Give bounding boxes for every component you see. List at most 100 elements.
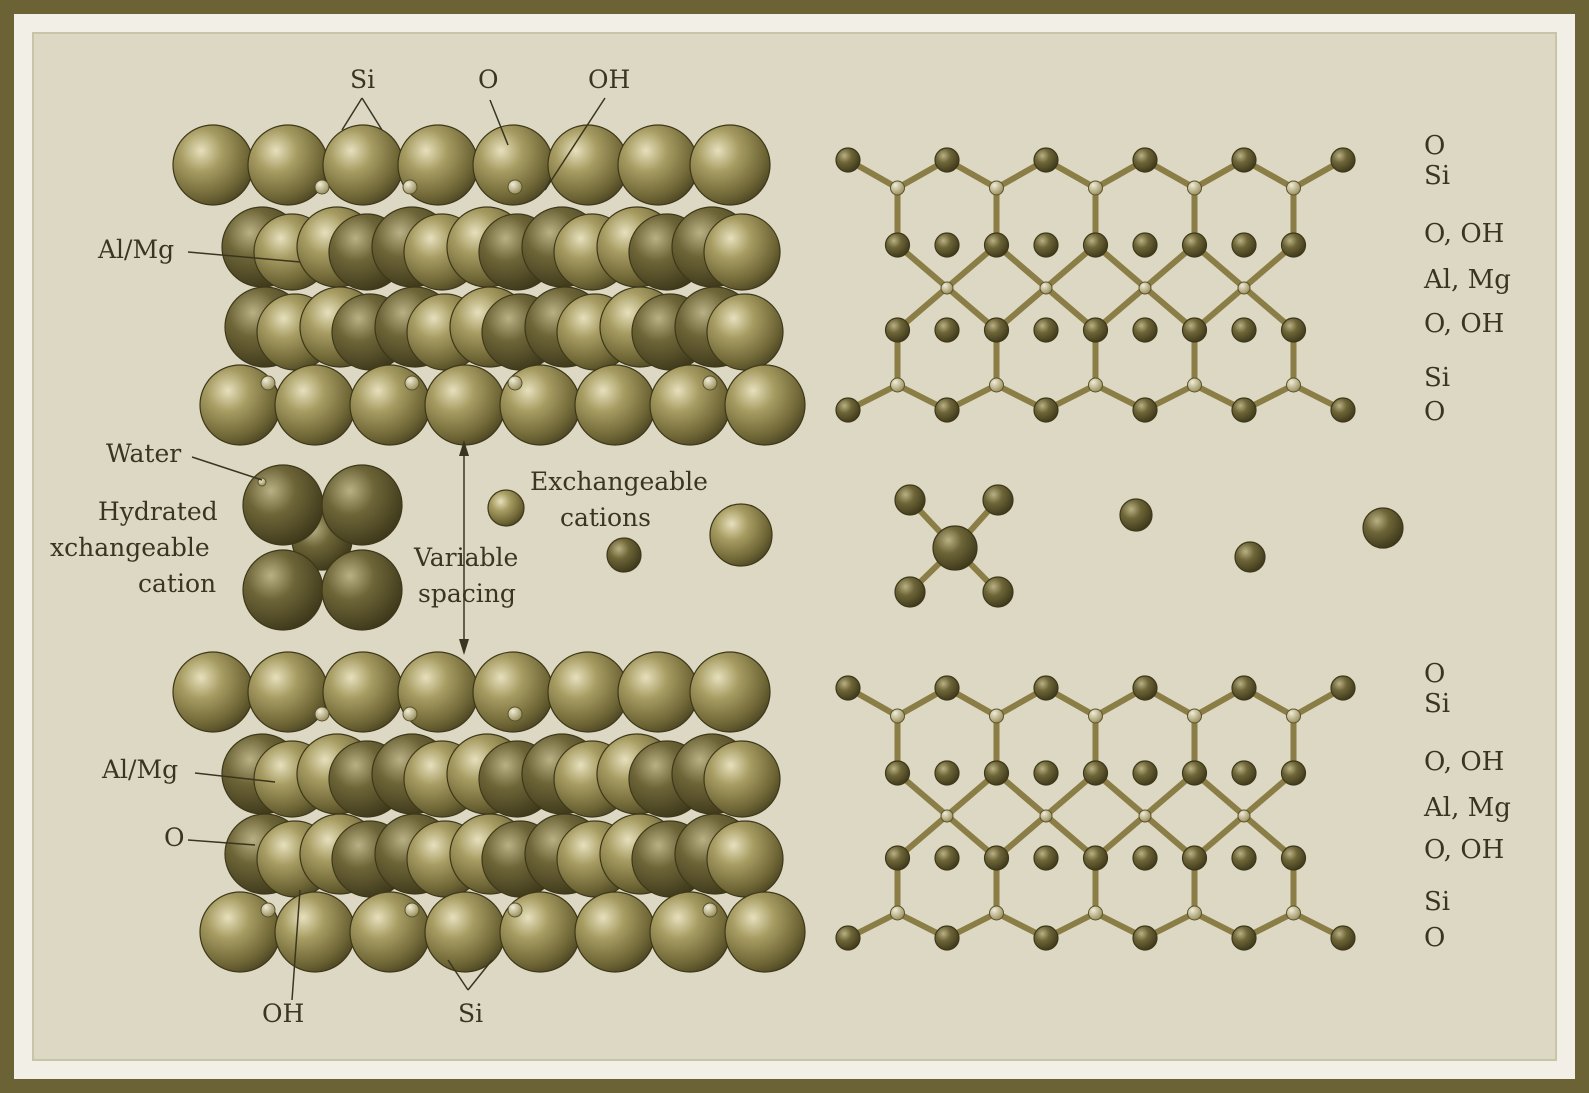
atom-sphere (985, 846, 1009, 870)
atom-sphere (650, 365, 730, 445)
atom-sphere (1133, 233, 1157, 257)
small-atom (1238, 810, 1250, 822)
atom-sphere (1232, 761, 1256, 785)
atom-sphere (1133, 148, 1157, 172)
right-label-bottom-1: Si (1424, 689, 1450, 719)
atom-sphere (1183, 761, 1207, 785)
atom-sphere (836, 148, 860, 172)
right-label-top-1: Si (1424, 161, 1450, 191)
atom-sphere (1133, 846, 1157, 870)
right-top-stick-model (836, 148, 1355, 422)
atom-sphere (350, 892, 430, 972)
atom-sphere (704, 214, 780, 290)
atom-sphere (983, 485, 1013, 515)
atom-sphere (1232, 233, 1256, 257)
small-atom (703, 903, 717, 917)
small-atom (941, 282, 953, 294)
right-label-bottom-3: Al, Mg (1423, 793, 1511, 823)
atom-sphere (548, 652, 628, 732)
atom-sphere (710, 504, 772, 566)
label-exchangeable: Exchangeable (530, 467, 708, 496)
right-label-bottom-6: O (1424, 923, 1445, 953)
small-atom (1287, 709, 1301, 723)
atom-sphere (935, 398, 959, 422)
atom-sphere (1331, 398, 1355, 422)
atom-sphere (575, 892, 655, 972)
atom-sphere (1183, 233, 1207, 257)
atom-sphere (1034, 318, 1058, 342)
atom-sphere (886, 846, 910, 870)
right-label-top-0: O (1424, 131, 1445, 161)
atom-sphere (323, 652, 403, 732)
atom-sphere (1133, 398, 1157, 422)
small-atom (1188, 181, 1202, 195)
atom-sphere (935, 148, 959, 172)
small-atom (315, 180, 329, 194)
atom-sphere (985, 318, 1009, 342)
small-atom (990, 378, 1004, 392)
label-variable: Variable (413, 543, 518, 572)
right-label-bottom-5: Si (1424, 887, 1450, 917)
atom-sphere (690, 125, 770, 205)
atom-sphere (1235, 542, 1265, 572)
atom-sphere (425, 892, 505, 972)
atom-sphere (935, 676, 959, 700)
small-atom (1089, 378, 1103, 392)
right-interlayer-cations (895, 485, 1403, 607)
atom-sphere (1331, 926, 1355, 950)
small-atom (703, 376, 717, 390)
atom-sphere (275, 365, 355, 445)
small-atom (990, 181, 1004, 195)
label-si-bottom: Si (458, 999, 483, 1028)
atom-sphere (1232, 676, 1256, 700)
small-atom (1139, 282, 1151, 294)
atom-sphere (323, 125, 403, 205)
hydrated-cation-cluster (243, 465, 402, 630)
atom-sphere (1034, 398, 1058, 422)
right-label-bottom-0: O (1424, 659, 1445, 689)
atom-sphere (983, 577, 1013, 607)
atom-sphere (1183, 846, 1207, 870)
atom-sphere (618, 652, 698, 732)
small-atom (1089, 709, 1103, 723)
atom-sphere (1282, 846, 1306, 870)
atom-sphere (1034, 761, 1058, 785)
atom-sphere (690, 652, 770, 732)
atom-sphere (488, 490, 524, 526)
label-spacing: spacing (418, 579, 516, 608)
atom-sphere (704, 741, 780, 817)
right-label-top-2: O, OH (1424, 219, 1504, 249)
atom-sphere (935, 846, 959, 870)
atom-sphere (275, 892, 355, 972)
atom-sphere (1331, 676, 1355, 700)
atom-sphere (1232, 318, 1256, 342)
atom-sphere (1232, 148, 1256, 172)
atom-sphere (1232, 846, 1256, 870)
atom-sphere (1120, 499, 1152, 531)
atom-sphere (607, 538, 641, 572)
atom-sphere (725, 892, 805, 972)
small-atom (1188, 906, 1202, 920)
atom-sphere (248, 652, 328, 732)
small-atom (990, 709, 1004, 723)
atom-sphere (895, 485, 925, 515)
atom-sphere (886, 233, 910, 257)
atom-sphere (886, 761, 910, 785)
label-cations: cations (560, 503, 651, 532)
atom-sphere (618, 125, 698, 205)
small-atom (990, 906, 1004, 920)
small-atom (261, 903, 275, 917)
label-almg-bottom: Al/Mg (101, 755, 178, 784)
atom-sphere (836, 926, 860, 950)
atom-sphere (1282, 761, 1306, 785)
atom-sphere (895, 577, 925, 607)
small-atom (1287, 906, 1301, 920)
small-atom (891, 181, 905, 195)
atom-sphere (1084, 318, 1108, 342)
atom-sphere (707, 821, 783, 897)
small-atom (261, 376, 275, 390)
left-bottom-layer (173, 652, 805, 972)
atom-sphere (1133, 676, 1157, 700)
right-label-top-4: O, OH (1424, 309, 1504, 339)
